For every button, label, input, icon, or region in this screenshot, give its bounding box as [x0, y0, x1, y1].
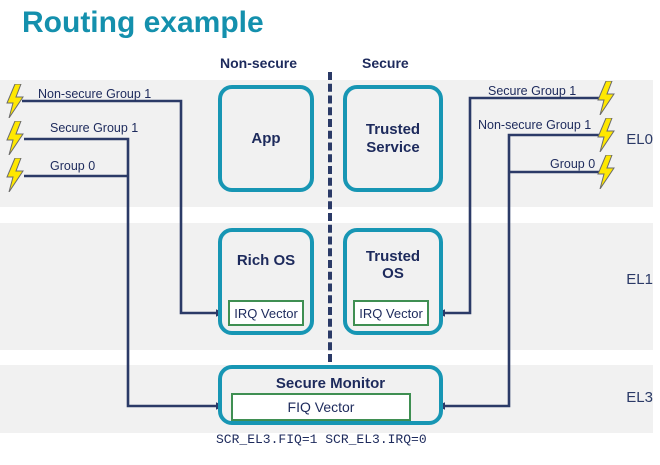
signal-label-left-group-0: Group 0 [50, 159, 96, 173]
box-trusted-service-label: Trusted Service [365, 121, 421, 156]
secure-monitor-fiq-vector[interactable]: FIQ Vector [231, 393, 411, 421]
secure-world-divider [328, 72, 332, 362]
exception-level-label-el1: EL1 [626, 271, 653, 288]
interrupt-bolt-icon [597, 155, 615, 189]
box-secure-monitor-label: Secure Monitor [275, 375, 386, 392]
box-trusted-os-label: Trusted OS [365, 248, 421, 283]
box-app-label: App [251, 129, 281, 147]
box-app[interactable]: App [218, 85, 314, 192]
interrupt-bolt-icon [6, 84, 24, 118]
column-header-non-secure: Non-secure [220, 55, 298, 71]
interrupt-bolt-icon [597, 81, 615, 115]
band-el1 [0, 223, 653, 350]
interrupt-bolt-icon [6, 121, 24, 155]
signal-label-right-secure-group-1: Secure Group 1 [488, 84, 577, 98]
exception-level-label-el3: EL3 [626, 389, 653, 406]
rich-os-irq-vector[interactable]: IRQ Vector [228, 300, 304, 326]
interrupt-bolt-icon [6, 158, 24, 192]
box-rich-os-label: Rich OS [236, 252, 296, 269]
scr-register-caption: SCR_EL3.FIQ=1 SCR_EL3.IRQ=0 [216, 432, 427, 447]
box-trusted-service[interactable]: Trusted Service [343, 85, 443, 192]
exception-level-label-el0: EL0 [626, 131, 653, 148]
interrupt-bolt-icon [597, 118, 615, 152]
trusted-os-irq-vector[interactable]: IRQ Vector [353, 300, 429, 326]
page-title: Routing example [22, 6, 264, 39]
signal-label-right-group-0: Group 0 [550, 157, 596, 171]
signal-label-left-secure-group-1: Secure Group 1 [50, 121, 139, 135]
signal-label-left-non-secure-group-1: Non-secure Group 1 [38, 87, 152, 101]
signal-label-right-non-secure-group-1: Non-secure Group 1 [478, 118, 592, 132]
column-header-secure: Secure [362, 55, 409, 71]
